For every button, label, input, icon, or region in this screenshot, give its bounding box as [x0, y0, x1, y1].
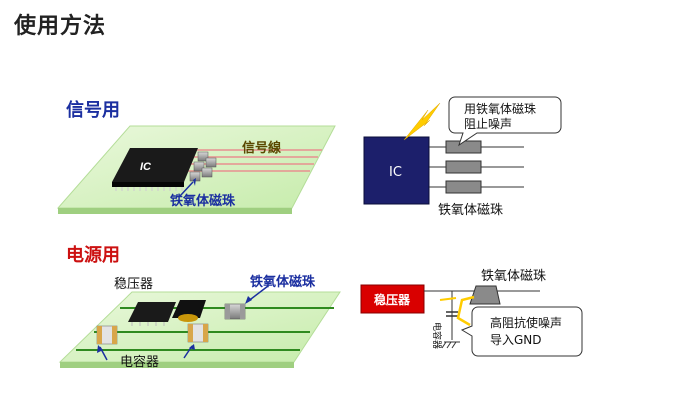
signal-pcb-illustration: IC 信号線 铁氧体磁珠 [56, 125, 336, 214]
schematic-ferrite-beads [445, 140, 482, 194]
power-schematic-ferrite-label: 铁氧体磁珠 [481, 269, 546, 284]
power-ferrite-bead [224, 303, 246, 320]
power-callout-line1: 高阻抗使噪声 [490, 315, 562, 330]
signal-ferrite-arrow [179, 181, 194, 197]
power-callout-bubble [460, 306, 583, 357]
signal-schematic-ferrite-label: 铁氧体磁珠 [438, 203, 503, 218]
ground-symbol [441, 341, 460, 349]
ic-chip-label: IC [140, 161, 152, 173]
signal-callout-line2: 阻止噪声 [464, 117, 512, 131]
power-schematic-ferrite-bead [469, 285, 501, 305]
regulator-label: 稳压器 [114, 276, 153, 292]
signal-schematic: IC 用铁氧体磁珠 阻止噪声 铁氧体磁珠 [363, 96, 562, 218]
power-pcb-illustration: 稳压器 铁氧体磁珠 电容器 [58, 274, 341, 370]
regulator-box [360, 284, 425, 314]
capacitor-right [187, 323, 209, 343]
signal-callout-bubble [448, 96, 562, 147]
power-section-title: 电源用 [66, 245, 120, 266]
power-schematic: 稳压器 电容器 铁氧体磁珠 高阻抗使噪声 导入GND [360, 269, 583, 357]
regulator-chip [128, 302, 176, 322]
ic-chip-body [112, 148, 198, 182]
power-ferrite-label: 铁氧体磁珠 [249, 274, 316, 290]
capacitor-vertical-label: 电容器 [431, 322, 443, 349]
regulator-box-label: 稳压器 [374, 292, 411, 307]
ic-chip-pins [115, 187, 183, 191]
signal-section-title: 信号用 [66, 100, 120, 121]
page-title: 使用方法 [14, 14, 107, 39]
signal-lines-label: 信号線 [242, 140, 282, 156]
power-callout-line2: 导入GND [490, 333, 542, 347]
noise-bolt-icon [403, 102, 441, 141]
ic-box-label: IC [389, 165, 402, 180]
signal-pcb-edge [58, 208, 292, 214]
capacitor-left [96, 325, 118, 345]
noise-path [456, 295, 475, 327]
ic-box [363, 136, 430, 205]
signal-callout-line1: 用铁氧体磁珠 [464, 101, 536, 116]
regulator-component [172, 300, 206, 318]
signal-ferrite-label: 铁氧体磁珠 [169, 193, 236, 209]
capacitor-label: 电容器 [120, 354, 159, 370]
